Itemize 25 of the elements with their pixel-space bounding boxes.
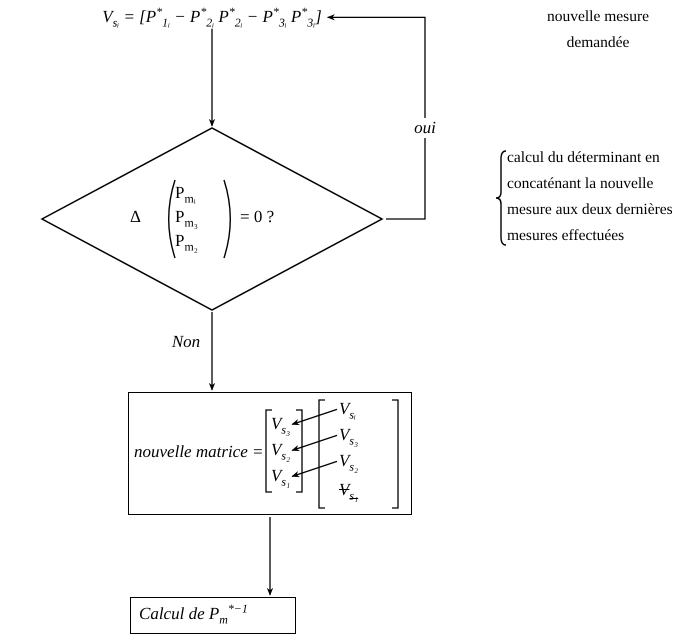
process-box	[130, 597, 296, 634]
matrix-entry: P$_{m₂}$	[175, 232, 198, 251]
arrow	[291, 408, 338, 426]
brace-note: calcul du déterminant en concaténant la nouvelle mesure aux deux dernières mesures effectuées	[507, 148, 674, 246]
vector-entry: V$_{s₃}$	[339, 426, 358, 445]
edge-label: oui	[412, 118, 438, 138]
arrow	[208, 312, 216, 391]
arrow	[291, 434, 338, 452]
vector-entry: V$_{sᵢ}$	[339, 400, 356, 419]
vector-entry: V$_{s₂}$	[339, 452, 358, 471]
arrow	[291, 460, 338, 478]
arrow	[208, 28, 216, 127]
vector-entry: V$_{s₃}$	[271, 415, 290, 434]
vector-entry: V$_{s₂}$	[271, 441, 290, 460]
condition-text: = 0 ?	[240, 208, 274, 227]
arrow	[266, 517, 274, 596]
process-box	[128, 392, 412, 515]
equation-text: nouvelle matrice =	[134, 443, 264, 462]
vector-entry: V$_{s₁}$	[271, 467, 290, 486]
arrow	[326, 14, 426, 220]
note-text: nouvelle mesure demandée	[546, 7, 650, 53]
matrix-entry: P$_{m₃}$	[175, 208, 198, 227]
formula-text: V$_{sᵢ}$ = [P$^{*}$$_{1ᵢ}$ − P$^{*}$$_{2ᵢ}$ P$^{*}$$_{2ᵢ}$ − P$^{*}$$_{3ᵢ}$ P$^{*}$$_{3ᵢ}$]	[102, 8, 322, 27]
matrix-entry: P$_{mᵢ}$	[175, 184, 196, 203]
delta-symbol: Δ	[130, 208, 141, 227]
